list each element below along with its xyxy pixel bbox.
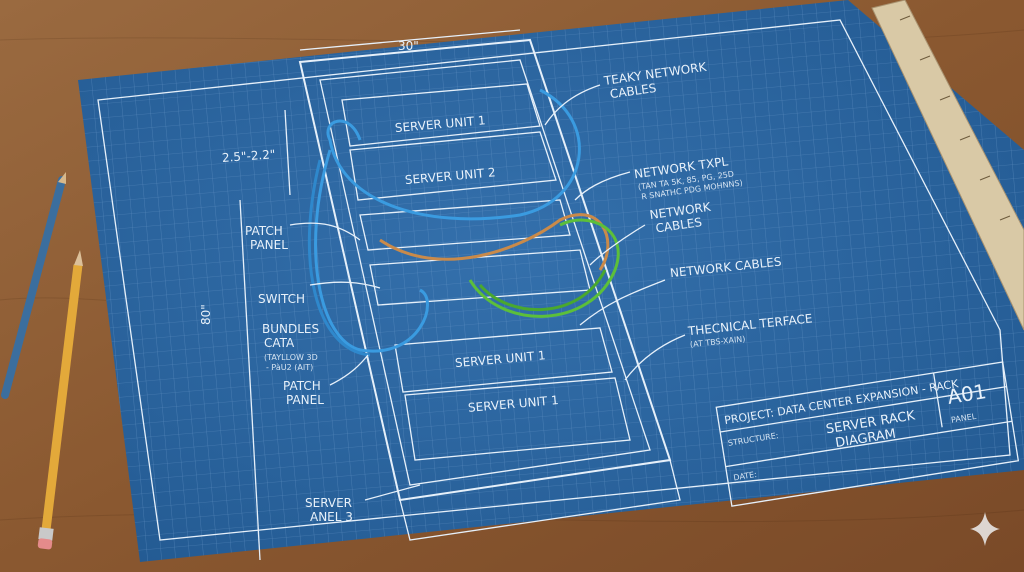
sheet-label: PANEL [950, 412, 977, 425]
cables [307, 88, 620, 357]
callout-switch: SWITCH [258, 292, 305, 306]
yellow-pencil [37, 250, 83, 550]
blue-cable-bundle [314, 149, 429, 353]
callout-bundles-sub: (TAYLLOW 3D- PàU2 (AIT) [264, 353, 318, 372]
dimension-lines: 30" 2.5"-2.2" 80" [199, 29, 521, 561]
ruler [871, 0, 1024, 331]
blue-cable-bundle [326, 88, 581, 221]
green-cable-bundle [468, 218, 620, 318]
height-dimension: 80" [199, 304, 213, 325]
green-cable [478, 269, 607, 312]
blue-pencil [1, 172, 66, 399]
blue-cable [307, 159, 371, 357]
date-label: DATE: [733, 470, 758, 483]
patch-panel [359, 199, 571, 251]
callout-network-cables-2: NETWORKCABLES [649, 200, 715, 236]
orange-cable-bundle [379, 213, 610, 271]
width-dimension: 30" [398, 39, 419, 53]
unit-spacing-dimension: 2.5"-2.2" [221, 147, 275, 165]
sheet-border [97, 19, 1011, 541]
sparkle-icon [970, 512, 1000, 546]
